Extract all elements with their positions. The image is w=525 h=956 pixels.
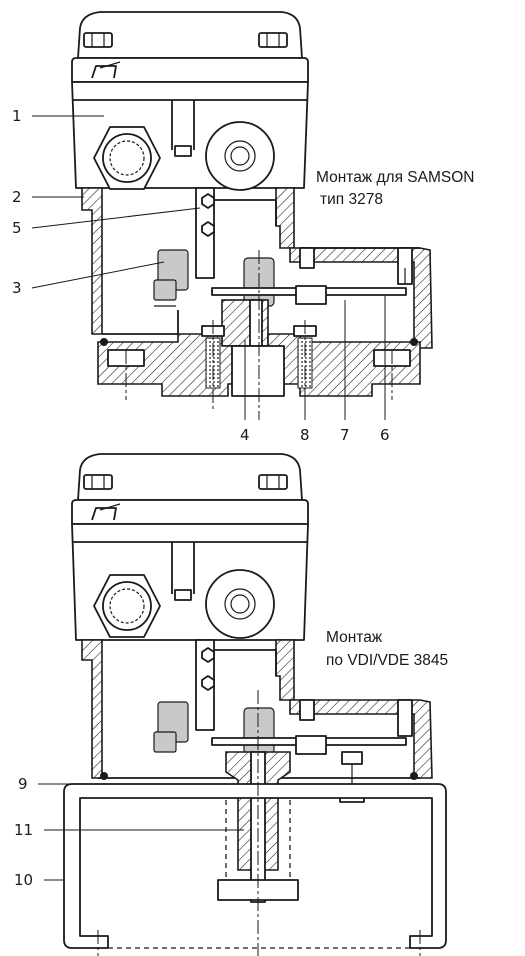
top-housing-rim bbox=[71, 57, 309, 83]
callout-11: 11 bbox=[14, 821, 33, 839]
callout-7: 7 bbox=[340, 426, 350, 444]
bottom-bracket-nut-2 bbox=[201, 675, 215, 691]
captions: Монтаж для SAMSON тип 3278 Монтаж по VDI… bbox=[316, 169, 474, 669]
bottom-housing-rim bbox=[71, 499, 309, 525]
bottom-housing-left-wall bbox=[81, 639, 103, 779]
top-lid-screw-left bbox=[83, 32, 113, 48]
bottom-bracket-nut-1 bbox=[201, 647, 215, 663]
bottom-caption-line1: Монтаж bbox=[326, 629, 383, 646]
callout-5: 5 bbox=[12, 219, 22, 237]
callout-6: 6 bbox=[380, 426, 390, 444]
top-housing-left-wall bbox=[81, 187, 103, 335]
callout-1: 1 bbox=[12, 107, 22, 125]
callout-9: 9 bbox=[18, 775, 28, 793]
callout-4: 4 bbox=[240, 426, 250, 444]
bottom-housing-right-wall bbox=[275, 639, 295, 701]
bottom-lid-screw-right bbox=[258, 474, 288, 490]
top-bracket-nut-1 bbox=[201, 193, 215, 209]
callout-labels: 1 2 5 3 4 8 7 6 9 11 10 bbox=[12, 107, 390, 889]
top-right-cable-gland bbox=[205, 121, 275, 191]
callout-3: 3 bbox=[12, 279, 22, 297]
callout-10: 10 bbox=[14, 871, 33, 889]
bottom-assembly bbox=[63, 453, 447, 956]
top-housing-lid bbox=[77, 11, 303, 59]
bottom-lid-screw-left bbox=[83, 474, 113, 490]
bottom-housing-lid bbox=[77, 453, 303, 501]
bottom-actuator-yoke bbox=[63, 783, 447, 949]
top-slot-screw bbox=[174, 145, 192, 157]
callout-8: 8 bbox=[300, 426, 310, 444]
callout-2: 2 bbox=[12, 188, 22, 206]
leader-lines bbox=[31, 115, 386, 881]
top-assembly bbox=[71, 11, 433, 420]
top-caption-line2: тип 3278 bbox=[320, 191, 383, 208]
top-cover-screw-1 bbox=[299, 247, 315, 269]
top-lid-screw-right bbox=[258, 32, 288, 48]
top-disc-clamp bbox=[295, 285, 327, 305]
bottom-caption-line2: по VDI/VDE 3845 bbox=[326, 652, 448, 669]
top-bracket-nut-2 bbox=[201, 221, 215, 237]
bottom-shaft-head bbox=[243, 707, 275, 755]
top-caption-line1: Монтаж для SAMSON bbox=[316, 169, 474, 186]
bottom-right-cable-gland bbox=[205, 569, 275, 639]
top-housing-right-wall bbox=[275, 187, 295, 249]
